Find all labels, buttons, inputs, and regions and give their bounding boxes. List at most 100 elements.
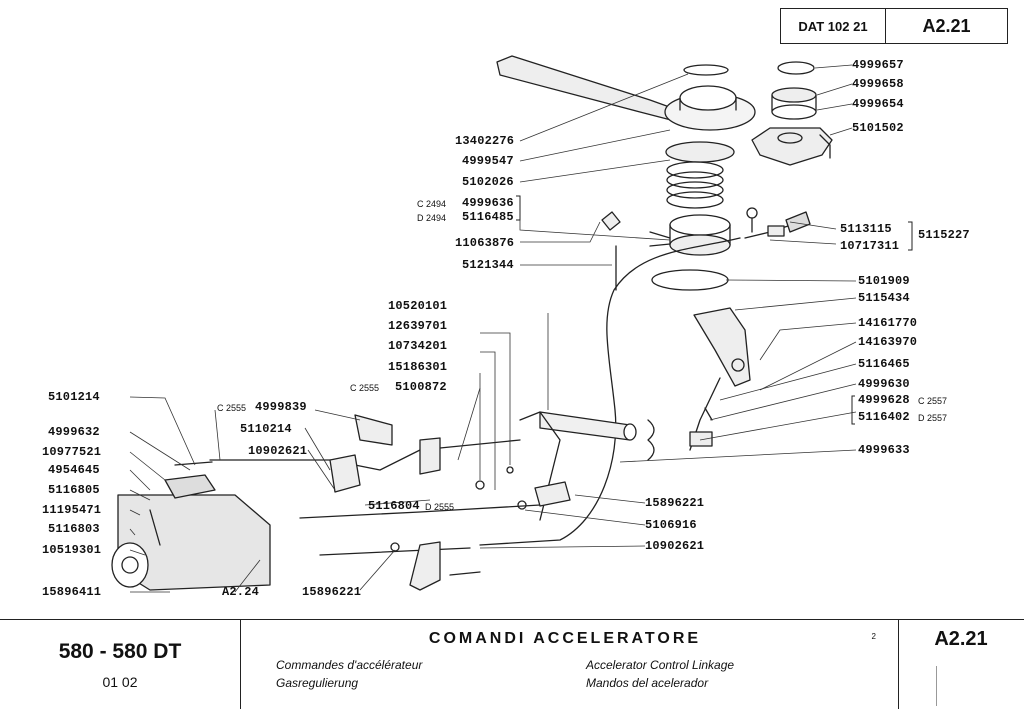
dat-label: DAT 102 21 xyxy=(781,9,886,43)
bracket-d xyxy=(409,541,441,591)
part-label: 10902621 xyxy=(248,444,308,458)
variant-label: C 2555 xyxy=(350,383,380,393)
part-label: 12639701 xyxy=(388,319,448,333)
title-spanish: Mandos del acelerador xyxy=(586,676,709,690)
lower-washer xyxy=(651,269,729,291)
ref-label: A2.24 xyxy=(222,585,260,599)
part-label: 5116804 xyxy=(368,499,420,513)
title-italian: COMANDI ACCELERATORE xyxy=(428,630,702,647)
bolt xyxy=(449,571,481,576)
variant-label: D 2555 xyxy=(425,502,455,512)
part-label: 4999547 xyxy=(462,154,514,168)
part-label: 14163970 xyxy=(858,335,918,349)
pin xyxy=(704,407,713,421)
variant-label: C 2557 xyxy=(918,396,948,406)
part-label: 4954645 xyxy=(48,463,100,477)
part-label: 5106916 xyxy=(645,518,697,532)
bracket-b xyxy=(419,437,441,475)
title-block: 580 - 580 DT 01 02 COMANDI ACCELERATORE … xyxy=(0,619,1024,709)
part-label: 15186301 xyxy=(388,360,448,374)
part-label: 5101909 xyxy=(858,274,910,288)
divider xyxy=(936,666,937,706)
part-label: 4999839 xyxy=(255,400,307,414)
washer xyxy=(665,141,735,163)
clip-a xyxy=(534,481,571,507)
part-label: 5102026 xyxy=(462,175,514,189)
part-label: 4999654 xyxy=(852,97,904,111)
variant-label: D 2557 xyxy=(918,413,948,423)
lever-hub xyxy=(649,214,731,256)
part-label: 10734201 xyxy=(388,339,448,353)
nut xyxy=(390,542,400,552)
part-label: 5110214 xyxy=(240,422,292,436)
exploded-diagram xyxy=(111,55,913,593)
part-label: 5115434 xyxy=(858,291,910,305)
main-cable xyxy=(479,237,741,546)
model-cell: 580 - 580 DT 01 02 xyxy=(0,620,241,709)
rod-middle xyxy=(299,504,541,519)
title-french: Commandes d'accélérateur xyxy=(276,658,423,672)
part-label: 5116485 xyxy=(462,210,514,224)
part-label: 4999628 xyxy=(858,393,910,407)
variant-label: C 2555 xyxy=(217,403,247,413)
part-label: 15896221 xyxy=(645,496,705,510)
nut-c xyxy=(517,500,527,510)
part-label: 4999632 xyxy=(48,425,100,439)
part-label: 13402276 xyxy=(455,134,515,148)
part-label: 5121344 xyxy=(462,258,514,272)
part-label: 4999636 xyxy=(462,196,514,210)
part-label: 5100872 xyxy=(395,380,447,394)
part-label: 5113115 xyxy=(840,222,892,236)
part-label: 5116402 xyxy=(858,410,910,424)
part-label: 4999658 xyxy=(852,77,904,91)
return-spring xyxy=(647,419,655,461)
part-label: 4999657 xyxy=(852,58,904,72)
cable-adjuster xyxy=(744,207,811,239)
title-cell: COMANDI ACCELERATORE Commandes d'accélér… xyxy=(240,620,899,709)
variant-label: D 2494 xyxy=(417,213,447,223)
part-label: 11195471 xyxy=(42,503,102,517)
accelerator-pedal xyxy=(689,307,751,451)
bushing-small xyxy=(689,431,713,447)
page-number: 2 xyxy=(871,632,876,641)
part-label: 4999630 xyxy=(858,377,910,391)
part-label: 15896221 xyxy=(302,585,362,599)
part-label: 5115227 xyxy=(918,228,970,242)
ref-cell: A2.21 xyxy=(898,620,1024,709)
variant-label: C 2494 xyxy=(417,199,447,209)
footer-ref: A2.21 xyxy=(934,628,988,650)
cross-shaft xyxy=(519,411,637,521)
injection-pump xyxy=(111,461,271,591)
hand-lever xyxy=(496,55,756,131)
bushing xyxy=(771,87,817,120)
header-ref: A2.21 xyxy=(922,15,971,36)
part-label: 15896411 xyxy=(42,585,102,599)
model-name: 580 - 580 DT xyxy=(58,640,182,663)
nut-b xyxy=(475,480,485,490)
bracket-c xyxy=(329,454,361,493)
part-label: 5116803 xyxy=(48,522,100,536)
spring xyxy=(666,161,724,209)
part-label: 5116805 xyxy=(48,483,100,497)
part-label: 5101214 xyxy=(48,390,100,404)
part-label: 10977521 xyxy=(42,445,102,459)
model-sub: 01 02 xyxy=(102,674,138,690)
cable-clip xyxy=(601,211,621,231)
snap-ring xyxy=(683,64,729,76)
part-label: 11063876 xyxy=(455,236,515,250)
part-label: 10717311 xyxy=(840,239,900,253)
part-label: 4999633 xyxy=(858,443,910,457)
bracket-plate xyxy=(751,127,833,166)
part-label: 10519301 xyxy=(42,543,102,557)
title-german: Gasregulierung xyxy=(276,676,359,690)
part-label: 5116465 xyxy=(858,357,910,371)
small-washer xyxy=(777,61,815,75)
part-label: 10902621 xyxy=(645,539,705,553)
part-label: 14161770 xyxy=(858,316,918,330)
part-label: 5101502 xyxy=(852,121,904,135)
washer-b xyxy=(506,466,514,474)
title-english: Accelerator Control Linkage xyxy=(586,658,735,672)
rod-upper xyxy=(209,439,521,471)
header-box: DAT 102 21 A2.21 xyxy=(780,8,1008,44)
bracket-a xyxy=(354,414,393,446)
